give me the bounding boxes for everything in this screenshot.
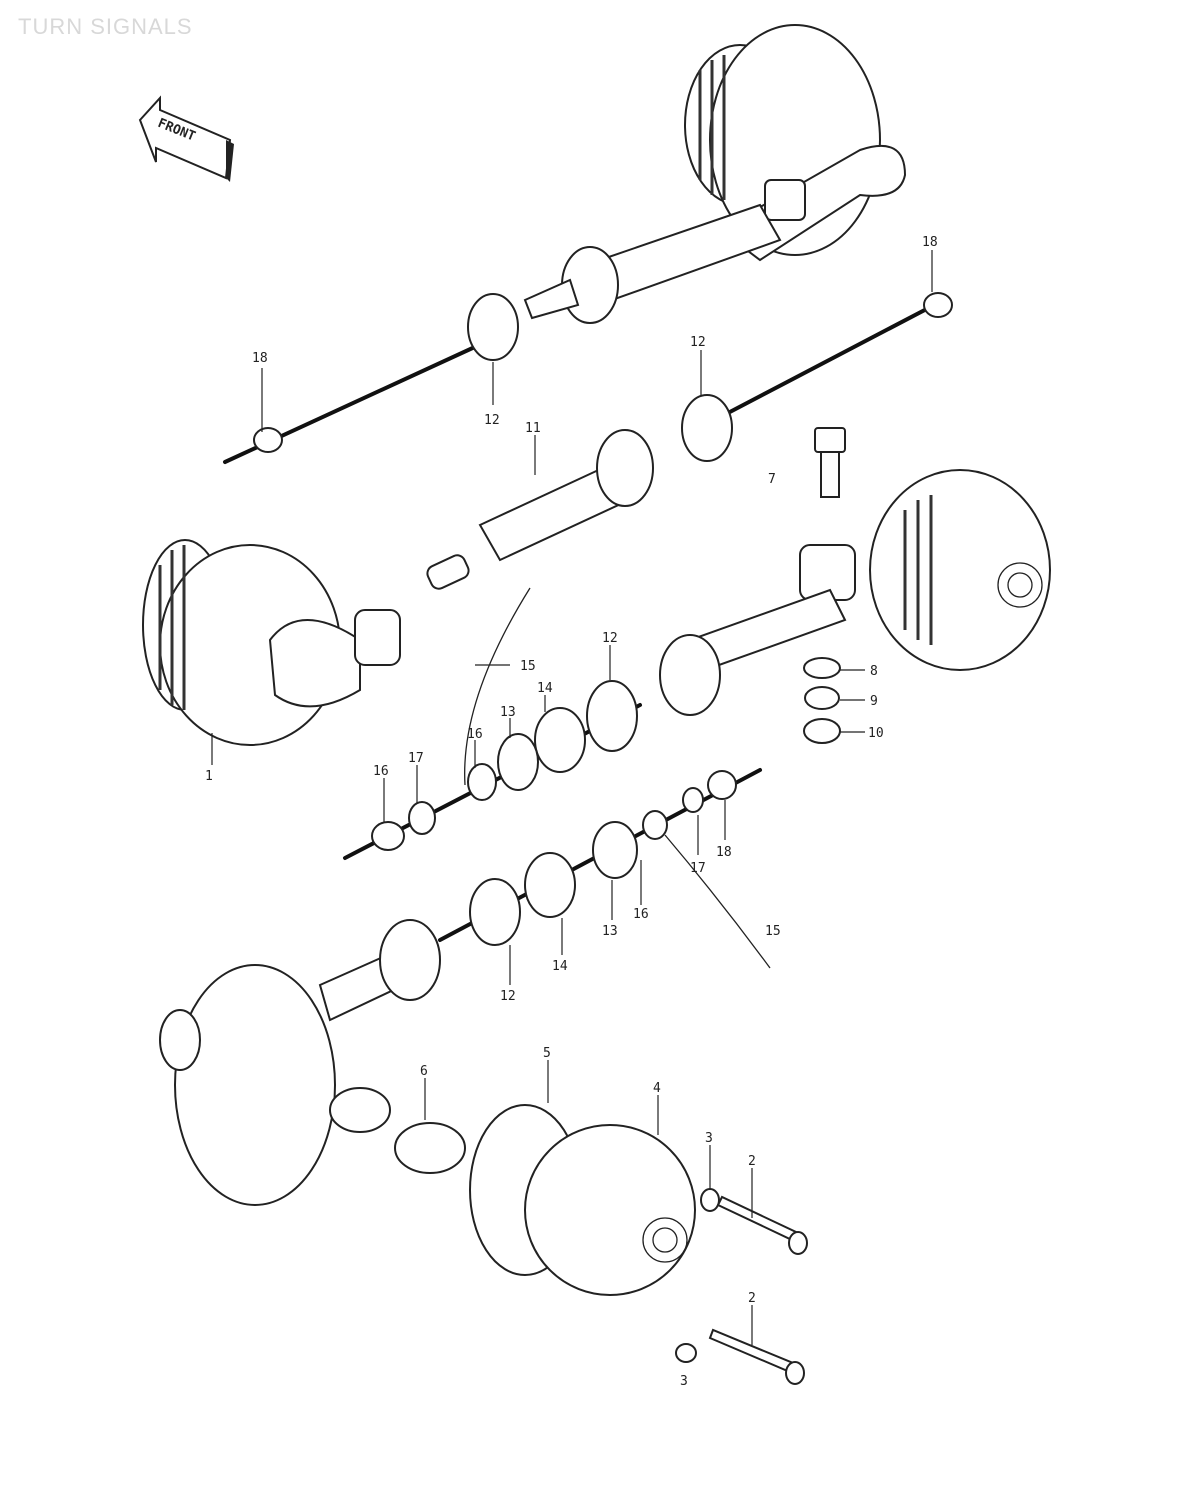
callout-17-left: 17 [408, 751, 424, 766]
grommet-lower-12 [469, 878, 521, 946]
callout-12-upper-left: 12 [484, 413, 500, 428]
callout-6: 6 [420, 1064, 428, 1079]
callout-14-lower: 14 [552, 959, 568, 974]
turn-signal-front-left [142, 539, 401, 746]
callout-13-middle: 13 [500, 705, 516, 720]
callout-16-middle: 16 [467, 727, 483, 742]
bulb-socket [329, 1087, 391, 1133]
grommet-upper-left [467, 293, 519, 361]
callout-16-left: 16 [373, 764, 389, 779]
bolt-7 [814, 427, 846, 498]
callout-13-lower: 13 [602, 924, 618, 939]
front-direction-arrow: FRONT [138, 95, 234, 182]
grommet-middle-12 [586, 680, 638, 752]
nut-lower-18 [707, 770, 737, 800]
callout-12-lower: 12 [500, 989, 516, 1004]
turn-signal-front-right [659, 469, 1051, 716]
callout-17-lower: 17 [690, 861, 706, 876]
callout-15-lower: 15 [765, 924, 781, 939]
washer-lower-16 [642, 810, 668, 840]
stem-11 [426, 429, 654, 590]
grommet-upper-right [681, 394, 733, 462]
washer-lower-17 [682, 787, 704, 813]
callout-14-middle: 14 [537, 681, 553, 696]
spacer-14 [534, 707, 586, 773]
nut-16 [371, 821, 405, 851]
callout-9: 9 [870, 694, 878, 709]
callout-11: 11 [525, 421, 541, 436]
washer-9 [804, 686, 840, 710]
wire-upper-right [703, 300, 942, 427]
callout-18-left: 18 [252, 351, 268, 366]
callout-4: 4 [653, 1081, 661, 1096]
callout-1: 1 [205, 769, 213, 784]
callout-12-upper-right: 12 [690, 335, 706, 350]
callout-3-lower: 3 [680, 1374, 688, 1389]
spacer-lower-14 [524, 852, 576, 918]
washer-17 [408, 801, 436, 835]
ground-wire-15-upper [464, 587, 531, 786]
spacer-13 [497, 733, 539, 791]
nut-10 [803, 718, 841, 744]
callout-3-upper: 3 [705, 1131, 713, 1146]
callout-7: 7 [768, 472, 776, 487]
lens-4 [524, 1124, 696, 1296]
washer-16 [467, 763, 497, 801]
callout-labels: 1 2 2 3 3 4 5 6 7 8 9 10 11 12 12 12 12 … [205, 235, 938, 1389]
washer-3-upper [700, 1188, 720, 1212]
nut-upper-right [923, 292, 953, 318]
callout-8: 8 [870, 664, 878, 679]
ground-wire-15-lower [664, 834, 771, 969]
callout-12-middle: 12 [602, 631, 618, 646]
callout-2-lower: 2 [748, 1291, 756, 1306]
leader-lines [211, 250, 933, 1345]
lamp-housing-rear-left [159, 919, 441, 1206]
spacer-lower-13 [592, 821, 638, 879]
turn-signal-rear-right [523, 24, 907, 324]
washer-3-lower [675, 1343, 697, 1363]
callout-5: 5 [543, 1046, 551, 1061]
callout-16-lower: 16 [633, 907, 649, 922]
nut-upper-left [253, 427, 283, 453]
callout-10: 10 [868, 726, 884, 741]
callout-15-middle: 15 [520, 659, 536, 674]
callout-2-upper: 2 [748, 1154, 756, 1169]
callout-18-top: 18 [922, 235, 938, 250]
callout-18-lower: 18 [716, 845, 732, 860]
screw-2-upper [716, 1195, 798, 1242]
diagram-title: TURN SIGNALS [18, 14, 193, 39]
bulb-6 [394, 1122, 466, 1174]
washer-8 [803, 657, 841, 679]
